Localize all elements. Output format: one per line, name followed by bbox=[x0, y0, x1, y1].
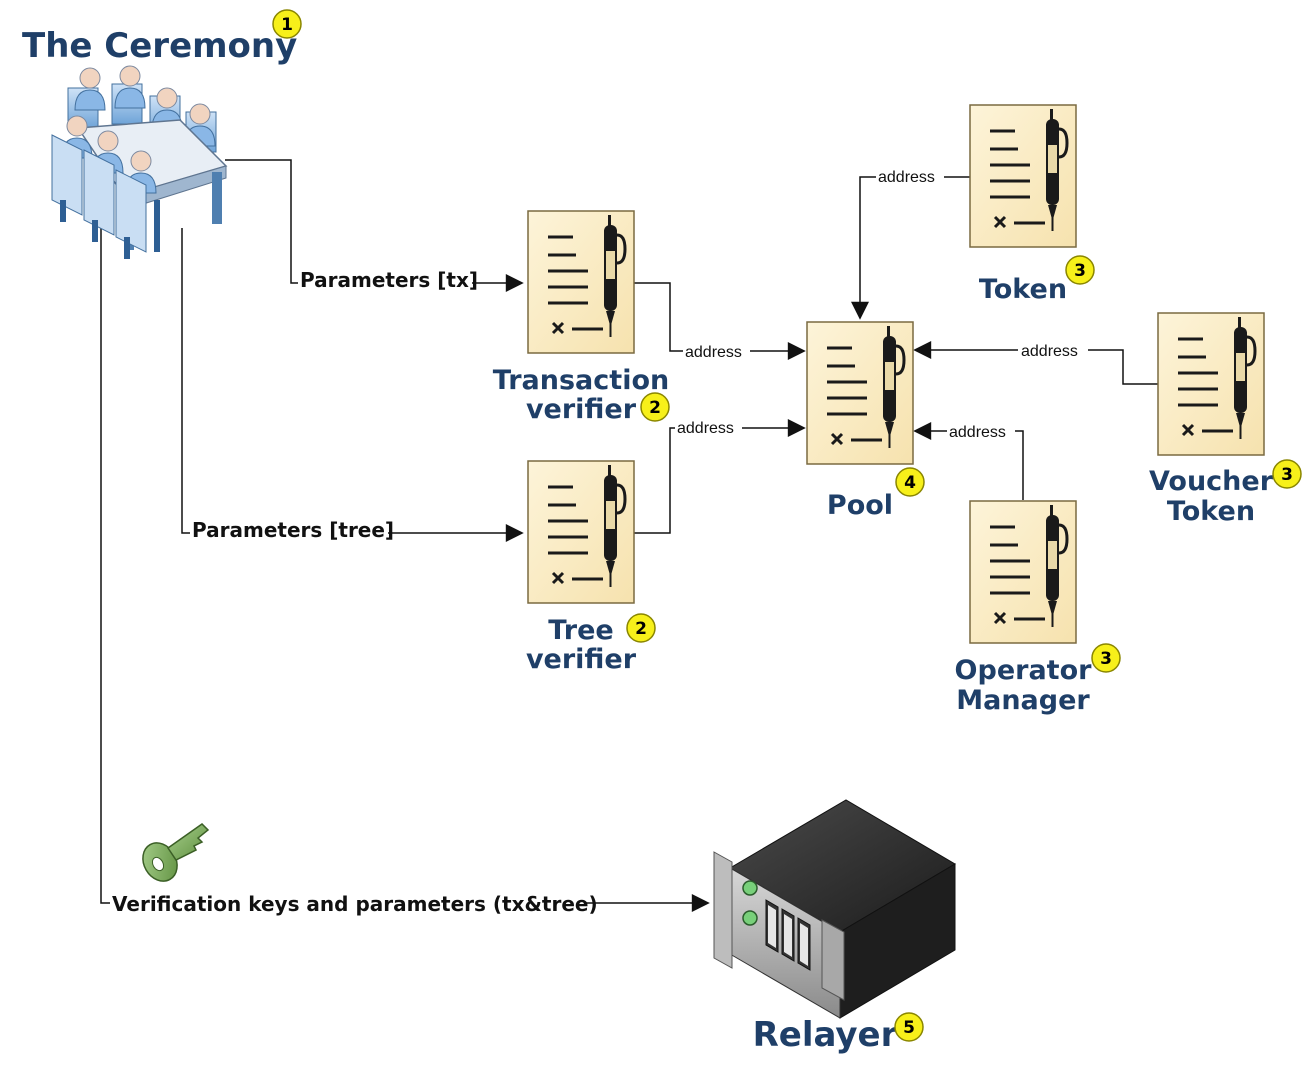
svg-text:3: 3 bbox=[1100, 649, 1112, 669]
label-address-treeverifier: address bbox=[677, 420, 734, 437]
label-params-tx: Parameters [tx] bbox=[300, 268, 478, 292]
svg-text:1: 1 bbox=[281, 15, 293, 35]
operator-manager-node: Operator Manager 3 bbox=[955, 499, 1121, 716]
svg-text:2: 2 bbox=[635, 619, 647, 639]
label-params-tree: Parameters [tree] bbox=[192, 518, 394, 542]
label-verification-keys: Verification keys and parameters (tx&tre… bbox=[112, 892, 598, 916]
edge-verification-keys bbox=[100, 228, 110, 904]
contract-icon bbox=[968, 103, 1078, 249]
key-icon bbox=[142, 823, 210, 882]
ceremony-node: The Ceremony bbox=[22, 9, 302, 259]
relayer-badge: 5 bbox=[894, 1012, 924, 1042]
transaction-verifier-node: Transaction verifier 2 bbox=[493, 209, 670, 425]
svg-text:3: 3 bbox=[1281, 465, 1293, 485]
ceremony-badge: 1 bbox=[272, 9, 302, 39]
operator-manager-title-line1: Operator bbox=[955, 655, 1093, 686]
transaction-verifier-title-line2: verifier bbox=[526, 394, 637, 425]
tree-verifier-title-line2: verifier bbox=[526, 644, 637, 675]
edge-operator-pool bbox=[1015, 430, 1024, 500]
svg-text:3: 3 bbox=[1074, 261, 1086, 281]
pool-badge: 4 bbox=[895, 467, 925, 497]
label-address-token: address bbox=[878, 169, 935, 186]
token-node: Token 3 bbox=[968, 103, 1095, 305]
pool-title: Pool bbox=[827, 490, 893, 521]
contract-icon bbox=[526, 209, 636, 355]
edge-txverifier-pool bbox=[634, 282, 683, 352]
label-address-txverifier: address bbox=[685, 344, 742, 361]
tree-verifier-badge: 2 bbox=[626, 613, 656, 643]
edge-params-tx bbox=[225, 159, 298, 284]
contract-icon bbox=[526, 459, 636, 605]
transaction-verifier-title-line1: Transaction bbox=[493, 365, 669, 396]
relayer-node: Relayer 5 bbox=[713, 799, 956, 1055]
edge-params-tree bbox=[181, 228, 190, 534]
edge-treeverifier-pool bbox=[634, 427, 675, 534]
tree-verifier-node: Tree verifier 2 bbox=[526, 459, 656, 675]
contract-icon bbox=[968, 499, 1078, 645]
edge-voucher-pool bbox=[1088, 349, 1158, 385]
tree-verifier-title-line1: Tree bbox=[548, 615, 613, 646]
svg-text:2: 2 bbox=[649, 398, 661, 418]
operator-manager-badge: 3 bbox=[1091, 643, 1121, 673]
voucher-token-title-line1: Voucher bbox=[1149, 466, 1274, 497]
pool-node: Pool 4 bbox=[805, 320, 925, 521]
svg-text:5: 5 bbox=[903, 1018, 915, 1038]
token-title: Token bbox=[979, 274, 1067, 305]
svg-text:4: 4 bbox=[904, 473, 916, 493]
ceremony-title: The Ceremony bbox=[22, 26, 297, 66]
edge-token-pool-arrow bbox=[851, 176, 876, 320]
relayer-title: Relayer bbox=[753, 1015, 898, 1055]
contract-icon bbox=[805, 320, 915, 466]
connectors bbox=[100, 159, 1158, 912]
token-badge: 3 bbox=[1065, 255, 1095, 285]
server-icon bbox=[713, 799, 956, 1019]
operator-manager-title-line2: Manager bbox=[956, 685, 1090, 716]
transaction-verifier-badge: 2 bbox=[640, 392, 670, 422]
label-address-operator: address bbox=[949, 424, 1006, 441]
contract-icon bbox=[1156, 311, 1266, 457]
meeting-people-icon bbox=[51, 65, 228, 259]
voucher-token-badge: 3 bbox=[1272, 459, 1302, 489]
voucher-token-title-line2: Token bbox=[1167, 496, 1255, 527]
voucher-token-node: Voucher Token 3 bbox=[1149, 311, 1302, 527]
label-address-voucher: address bbox=[1021, 343, 1078, 360]
